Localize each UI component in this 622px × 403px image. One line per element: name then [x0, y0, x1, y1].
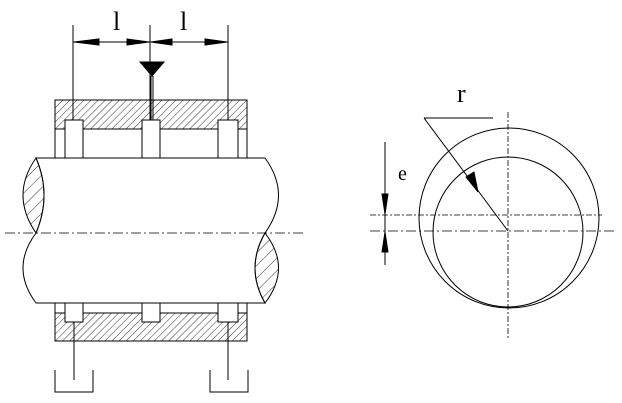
dimension-r [423, 117, 509, 232]
side-view: l l [5, 7, 305, 393]
load-arrow-icon [138, 61, 166, 77]
radius-label: r [457, 79, 466, 108]
upper-housing [54, 99, 248, 159]
bearing-bore-circle [418, 127, 600, 309]
cross-section-view: r e [370, 79, 615, 338]
dimension-label-l-right: l [180, 7, 187, 36]
dimension-l [72, 25, 229, 162]
dimension-e [381, 142, 389, 265]
sensor-bracket-right [209, 370, 249, 393]
dimension-label-l-left: l [113, 7, 120, 36]
lower-housing [54, 302, 248, 380]
sensor-bracket-left [54, 370, 94, 393]
eccentricity-label: e [398, 163, 407, 185]
shaft [22, 156, 279, 304]
